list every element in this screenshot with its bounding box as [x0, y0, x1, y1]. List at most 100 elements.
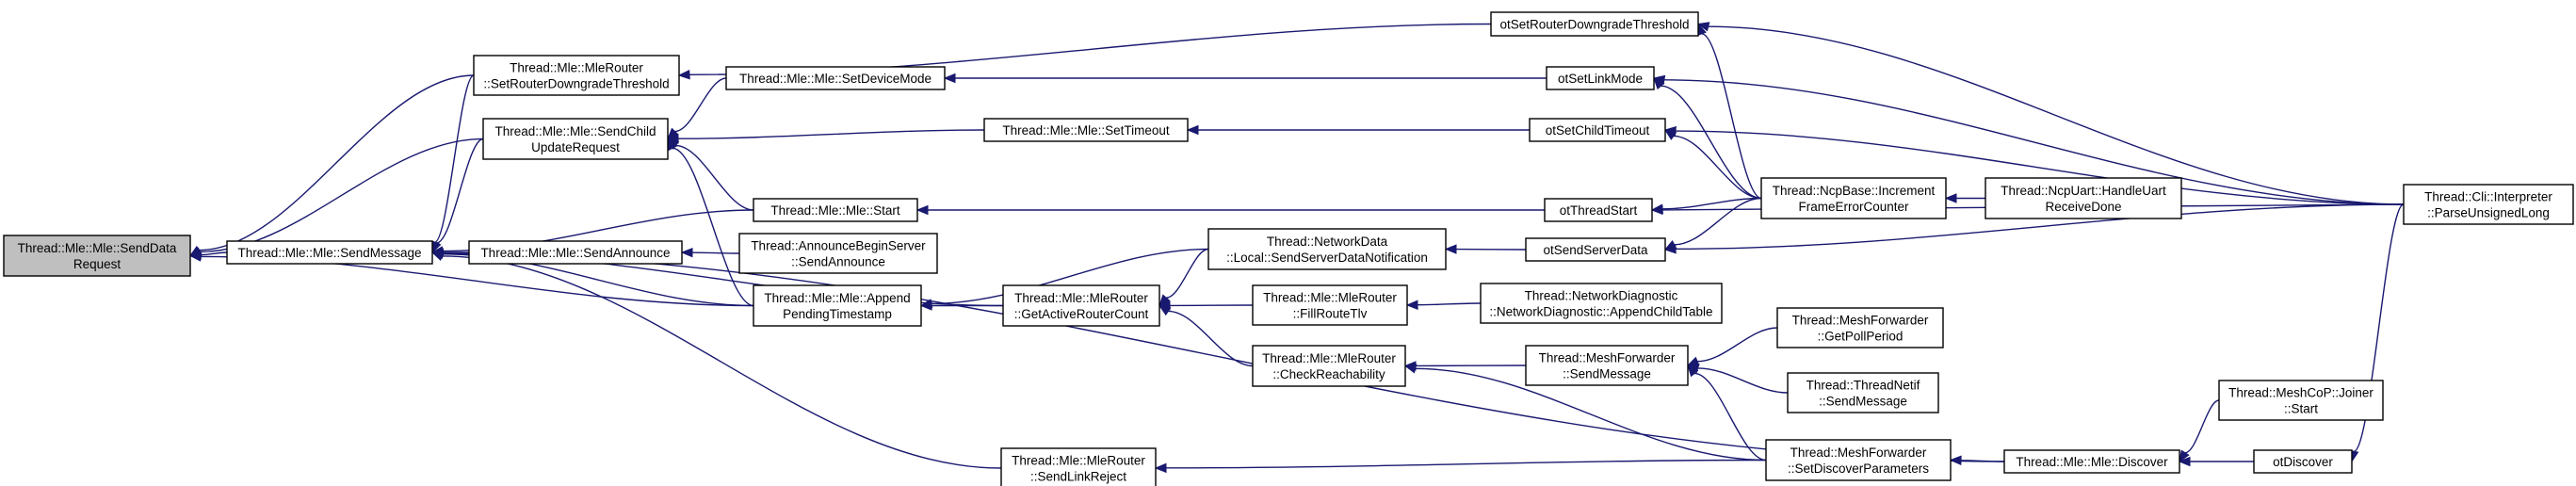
edge-cliparse-to-otsetrouterdowngrade — [1708, 25, 2405, 205]
node-label: otSetLinkMode — [1558, 72, 1643, 86]
node-label: Request — [73, 257, 122, 271]
node-sendmessage[interactable]: Thread::Mle::Mle::SendMessage — [226, 240, 433, 265]
node-settimeout[interactable]: Thread::Mle::Mle::SetTimeout — [983, 118, 1189, 142]
edge-getpollperiod-to-meshsendmessage — [1697, 327, 1778, 363]
node-mlediscover[interactable]: Thread::Mle::Mle::Discover — [2003, 449, 2180, 474]
node-box — [2403, 184, 2574, 225]
edge-ncpincrement-to-otsetrouterdowngrade — [1701, 33, 1762, 200]
node-netifsend[interactable]: Thread::ThreadNetif::SendMessage — [1787, 372, 1939, 413]
node-box — [753, 198, 918, 222]
node-label: Thread::NcpUart::HandleUart — [2001, 184, 2166, 198]
arrowhead-cliparse-to-otsetrouterdowngrade — [1696, 22, 1710, 32]
edge-joinerstart-to-mlediscover — [2184, 399, 2220, 454]
node-ncpincrement[interactable]: Thread::NcpBase::IncrementFrameErrorCoun… — [1760, 177, 1947, 219]
node-otsendserverdata[interactable]: otSendServerData — [1525, 237, 1666, 262]
edge-announcebegin-to-sendannounce — [691, 251, 740, 254]
arrowhead-netdiag-to-fillroutetlv — [1405, 300, 1418, 310]
node-label: Thread::Mle::Mle::Discover — [2016, 455, 2168, 469]
edge-ncpincrement-to-otsetlinkmode — [1661, 85, 1762, 200]
arrowhead-otsendserverdata-to-sendserverdatanotif — [1444, 244, 1457, 254]
node-label: Thread::Mle::Mle::SetTimeout — [1002, 123, 1170, 138]
edge-netifsend-to-meshsendmessage — [1697, 367, 1789, 394]
node-label: ::CheckReachability — [1272, 367, 1385, 381]
node-box — [3, 235, 191, 277]
node-box — [1544, 198, 1653, 222]
node-joinerstart[interactable]: Thread::MeshCoP::Joiner::Start — [2218, 380, 2384, 421]
edge-setdiscover-to-checkreach — [1415, 367, 1767, 462]
node-label: Thread::NetworkDiagnostic — [1525, 289, 1678, 303]
node-otsetrouterdowngrade[interactable]: otSetRouterDowngradeThreshold — [1490, 11, 1699, 37]
node-label: Thread::Mle::Mle::Start — [770, 203, 900, 218]
arrowhead-otsetrouterdowngrade-to-setrouterdowngrade — [677, 70, 690, 80]
arrowhead-otdiscover-to-mlediscover — [2178, 456, 2191, 467]
node-label: Thread::Mle::Mle::SendAnnounce — [480, 246, 670, 260]
node-getactiverouter[interactable]: Thread::Mle::MleRouter::GetActiveRouterC… — [1002, 284, 1160, 327]
node-label: UpdateRequest — [531, 140, 620, 154]
node-label: Thread::Cli::Interpreter — [2424, 190, 2552, 204]
node-label: Thread::MeshForwarder — [1792, 314, 1929, 328]
node-setdevicemode[interactable]: Thread::Mle::Mle::SetDeviceMode — [725, 66, 946, 90]
node-label: ::NetworkDiagnostic::AppendChildTable — [1489, 305, 1712, 319]
node-label: Thread::Mle::Mle::SendMessage — [237, 246, 421, 260]
arrowhead-otthreadstart-to-mlestart — [915, 204, 929, 216]
edge-sendserverdatanotif-to-getactiverouter — [1166, 248, 1209, 299]
node-box — [1480, 283, 1723, 324]
node-setdiscover[interactable]: Thread::MeshForwarder::SetDiscoverParame… — [1765, 439, 1952, 481]
node-label: Thread::MeshForwarder — [1539, 351, 1676, 365]
edge-setdiscover-to-meshsendmessage — [1693, 372, 1767, 462]
node-box — [983, 118, 1189, 142]
node-box — [753, 284, 922, 327]
node-label: Thread::MeshForwarder — [1790, 446, 1927, 460]
node-label: Thread::Mle::MleRouter — [510, 61, 643, 75]
edge-cliparse-to-otdiscover — [2353, 203, 2405, 452]
node-meshsendmessage[interactable]: Thread::MeshForwarder::SendMessage — [1525, 345, 1689, 386]
node-label: otThreadStart — [1560, 203, 1638, 218]
edge-cliparse-to-otsetchildtimeout — [1675, 130, 2405, 205]
node-label: ::SetDiscoverParameters — [1788, 462, 1929, 476]
node-label: Thread::Mle::Mle::SetDeviceMode — [739, 72, 932, 86]
node-otdiscover[interactable]: otDiscover — [2253, 449, 2353, 474]
node-box — [1765, 439, 1952, 481]
node-getpollperiod[interactable]: Thread::MeshForwarder::GetPollPeriod — [1776, 307, 1944, 348]
node-checkreach[interactable]: Thread::Mle::MleRouter::CheckReachabilit… — [1252, 345, 1406, 387]
node-box — [1985, 177, 2182, 219]
arrowhead-otsetchildtimeout-to-settimeout — [1186, 124, 1199, 136]
node-netdiag[interactable]: Thread::NetworkDiagnostic::NetworkDiagno… — [1480, 283, 1723, 324]
arrowhead-checkreach-to-getactiverouter — [1158, 304, 1172, 316]
node-label: ::ParseUnsignedLong — [2427, 206, 2550, 220]
node-otthreadstart[interactable]: otThreadStart — [1544, 198, 1653, 222]
node-box — [738, 233, 938, 274]
node-box — [1525, 345, 1689, 386]
node-cliparse[interactable]: Thread::Cli::Interpreter::ParseUnsignedL… — [2403, 184, 2574, 225]
node-mlestart[interactable]: Thread::Mle::Mle::Start — [753, 198, 918, 222]
node-label: Thread::Mle::MleRouter — [1262, 351, 1396, 365]
edge-mlestart-to-sendchildupdate — [675, 144, 754, 211]
node-box — [1546, 66, 1655, 90]
node-label: ::SetRouterDowngradeThreshold — [483, 77, 669, 91]
node-sendserverdatanotif[interactable]: Thread::NetworkData::Local::SendServerDa… — [1207, 228, 1447, 270]
node-setrouterdowngrade[interactable]: Thread::Mle::MleRouter::SetRouterDowngra… — [473, 55, 680, 96]
node-box — [1760, 177, 1947, 219]
edge-mlediscover-to-setdiscover — [1960, 460, 2005, 462]
node-box — [1252, 284, 1408, 326]
node-label: ::SendMessage — [1819, 395, 1907, 409]
node-label: Thread::ThreadNetif — [1806, 379, 1920, 393]
node-announcebegin[interactable]: Thread::AnnounceBeginServer::SendAnnounc… — [738, 233, 938, 274]
node-sendlinkreject[interactable]: Thread::Mle::MleRouter::SendLinkReject — [1000, 447, 1157, 486]
node-otsetchildtimeout[interactable]: otSetChildTimeout — [1529, 118, 1666, 142]
node-label: FrameErrorCounter — [1798, 200, 1909, 214]
node-label: ::SendAnnounce — [791, 255, 885, 269]
node-fillroutetlv[interactable]: Thread::Mle::MleRouter::FillRouteTlv — [1252, 284, 1408, 326]
graph-nodes: Thread::Mle::Mle::SendDataRequestThread:… — [3, 11, 2574, 486]
node-otsetlinkmode[interactable]: otSetLinkMode — [1546, 66, 1655, 90]
edge-appendpending-to-sendchildupdate — [672, 147, 754, 307]
node-label: Thread::AnnounceBeginServer — [751, 239, 926, 253]
node-label: ::GetActiveRouterCount — [1014, 307, 1149, 321]
edge-sendchildupdate-to-senddata — [200, 138, 484, 253]
node-sendannounce[interactable]: Thread::Mle::Mle::SendAnnounce — [468, 240, 683, 265]
